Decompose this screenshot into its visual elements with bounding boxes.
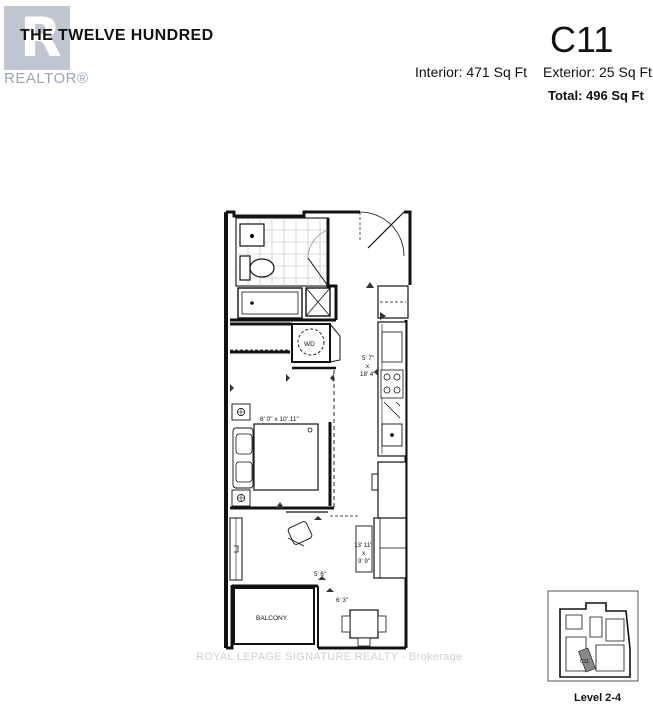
dining-dim: 6' 3": [336, 597, 348, 604]
exterior-area: Exterior: 25 Sq Ft: [543, 64, 652, 80]
key-plan: C11: [547, 590, 639, 682]
total-area: Total: 496 Sq Ft: [548, 88, 644, 103]
dining-table: [349, 609, 379, 639]
desk: [377, 461, 407, 523]
washer-dryer: [297, 328, 325, 356]
bathroom-toilet-tank: [239, 255, 251, 281]
bath-wall-right: [326, 218, 338, 320]
realtor-logo-box: R: [4, 6, 70, 70]
brokerage-watermark: ROYAL LEPAGE SIGNATURE REALTY - Brokerag…: [196, 651, 463, 663]
realtor-logo-letter: R: [20, 6, 62, 69]
bedroom-dim: 8' 0" x 10' 11": [260, 416, 299, 423]
living-dim-2: 9' 9": [358, 558, 370, 565]
living-dim-x: x: [362, 550, 366, 557]
balcony-label: BALCONY: [256, 615, 288, 622]
kitchen-dim-x: x: [366, 363, 370, 370]
realtor-logo-word: REALTOR®: [4, 70, 89, 87]
interior-area: Interior: 471 Sq Ft: [415, 64, 528, 80]
kitchen-dim-2: 18' 4": [360, 371, 375, 378]
key-plan-highlight: [578, 647, 596, 673]
floor-plan: WD: [224, 210, 412, 650]
wd-label: WD: [304, 341, 315, 348]
bed: [253, 423, 319, 491]
outer-wall-top-left: [226, 210, 360, 218]
kitchen-dim-1: 5' 7": [362, 355, 374, 362]
key-plan-unit-tag: C11: [580, 659, 589, 665]
living-dim-1: 13' 11": [354, 542, 372, 549]
fridge: [381, 331, 403, 363]
unit-code: C11: [550, 19, 614, 60]
balcony-dim: 5' 6": [314, 571, 326, 578]
bathroom-toilet-bowl: [249, 258, 275, 278]
level-label: Level 2-4: [574, 692, 622, 704]
cooktop: [380, 369, 404, 399]
outer-wall-top-right: [404, 210, 412, 285]
outer-wall-bottom-left: [226, 585, 234, 650]
building-name: THE TWELVE HUNDRED: [20, 27, 214, 44]
lounge-chair: [287, 521, 313, 547]
balcony: [233, 587, 315, 645]
realtor-logo: R REALTOR®: [4, 6, 88, 88]
